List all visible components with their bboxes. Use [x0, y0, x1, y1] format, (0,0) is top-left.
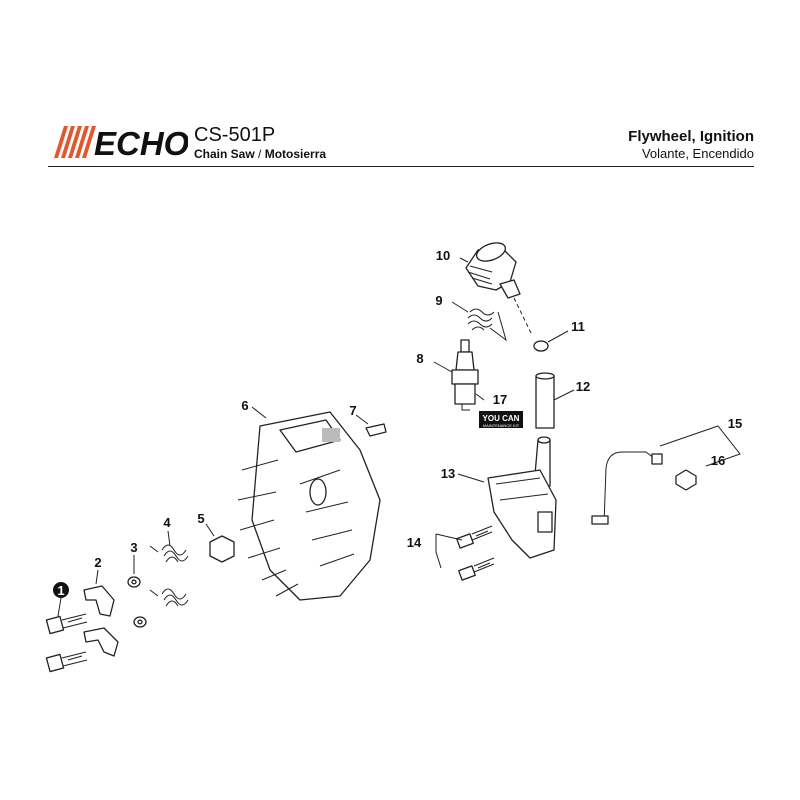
- pawl-bolt-upper[interactable]: [45, 613, 88, 635]
- callout-8: 8: [416, 351, 423, 366]
- callout-6: 6: [241, 398, 248, 413]
- callout-1: 1: [57, 583, 64, 598]
- pawl-spring-lower[interactable]: [149, 588, 189, 607]
- product-name: Chain Saw / Motosierra: [194, 147, 326, 161]
- callout-16: 16: [711, 453, 725, 468]
- callout-2: 2: [94, 555, 101, 570]
- flywheel[interactable]: [237, 411, 381, 601]
- callout-3: 3: [130, 540, 137, 555]
- pawl-bolt-lower[interactable]: [45, 651, 88, 673]
- model-number: CS-501P: [194, 124, 276, 146]
- section-title: Flywheel, Ignition: [628, 128, 754, 145]
- callout-15: 15: [728, 416, 742, 431]
- stop-switch-wire[interactable]: [591, 451, 663, 525]
- maintenance-kit-badge: YOU CAN MAINTENANCE KIT: [479, 411, 523, 428]
- spark-plug[interactable]: [451, 339, 479, 411]
- callout-9: 9: [435, 293, 442, 308]
- product-name-es: Motosierra: [264, 147, 327, 161]
- boot-spring[interactable]: [467, 308, 507, 342]
- pawl-upper[interactable]: [83, 585, 115, 617]
- coil-screw-lower[interactable]: [458, 557, 495, 581]
- callout-5: 5: [197, 511, 204, 526]
- o-ring[interactable]: [533, 340, 549, 352]
- callout-10: 10: [436, 248, 450, 263]
- callout-1-marker: [53, 582, 69, 598]
- callout-bracket-15-16: [659, 425, 741, 467]
- callout-4: 4: [163, 515, 171, 530]
- callout-14: 14: [407, 535, 422, 550]
- callout-13: 13: [441, 466, 455, 481]
- callout-17: 17: [493, 392, 507, 407]
- flywheel-nut[interactable]: [209, 535, 235, 563]
- product-name-en: Chain Saw: [194, 147, 255, 161]
- switch-nut[interactable]: [675, 469, 697, 491]
- svg-text:ECHO: ECHO: [94, 125, 188, 160]
- callout-12: 12: [576, 379, 590, 394]
- coil-screw-upper[interactable]: [456, 525, 493, 549]
- part-callouts: 1 2 3 4 5 6 7 8 9 10 11 12 13 14 15 16 1…: [53, 248, 742, 598]
- pawl-spring-upper[interactable]: [149, 544, 189, 563]
- section-title-es: Volante, Encendido: [641, 146, 754, 161]
- washer-lower[interactable]: [133, 616, 147, 628]
- svg-text:YOU CAN: YOU CAN: [483, 414, 520, 423]
- echo-logo: ECHO: [54, 125, 188, 160]
- ignition-coil[interactable]: [487, 436, 557, 559]
- spark-plug-boot[interactable]: [465, 239, 521, 299]
- flywheel-key[interactable]: [365, 423, 387, 437]
- header-rule: [48, 166, 754, 167]
- svg-text:MAINTENANCE KIT: MAINTENANCE KIT: [483, 423, 520, 428]
- leader-lines: [57, 257, 575, 617]
- pawl-lower[interactable]: [83, 627, 119, 657]
- callout-7: 7: [349, 403, 356, 418]
- callout-11: 11: [571, 319, 585, 334]
- product-separator: /: [254, 147, 265, 161]
- page-header: ECHO CS-501P Chain Saw / Motosierra Flyw…: [48, 122, 754, 166]
- washer-upper[interactable]: [127, 576, 141, 588]
- ignition-tube[interactable]: [535, 372, 555, 429]
- boot-guide-line: [513, 297, 533, 336]
- callout-bracket-14: [435, 533, 463, 569]
